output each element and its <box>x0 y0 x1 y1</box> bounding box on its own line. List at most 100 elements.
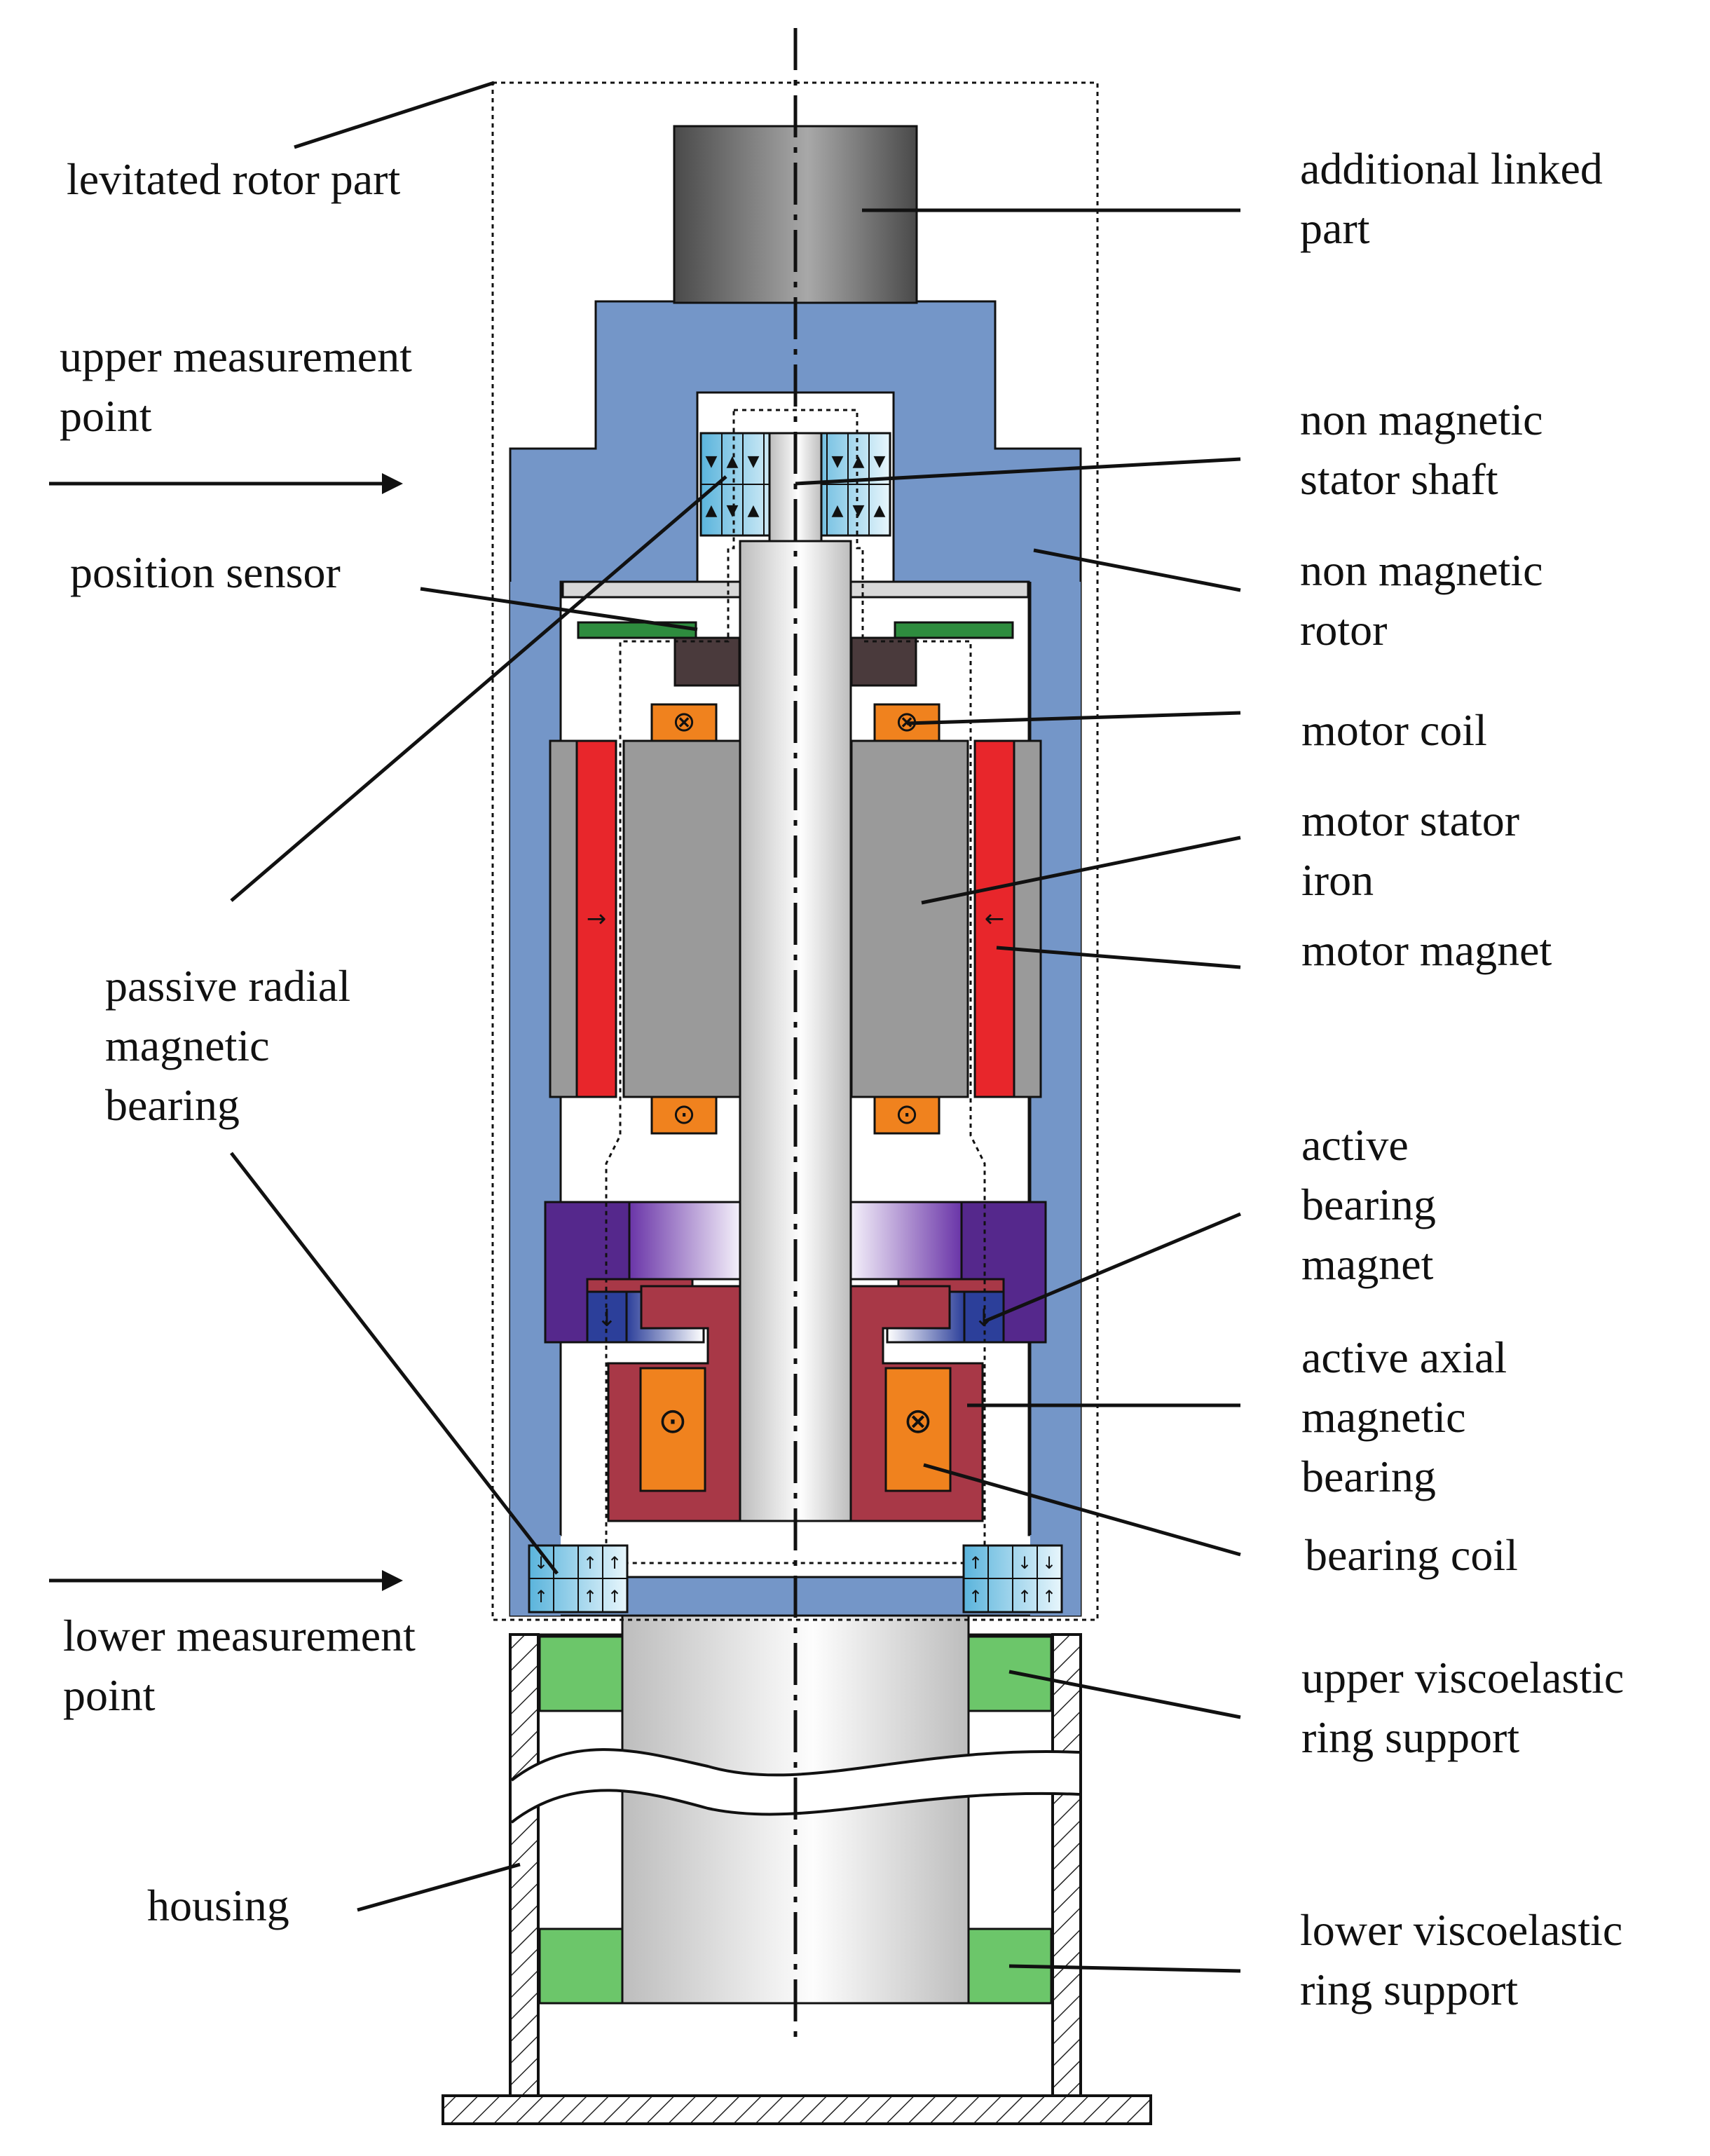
housing-group <box>442 1633 1152 2125</box>
label-upper-measurement-2: point <box>60 391 152 441</box>
label-additional-linked-part-1: additional linked <box>1300 144 1603 193</box>
current-in-icon: ⊗ <box>672 706 696 738</box>
label-axial-bearing-2: magnetic <box>1301 1392 1466 1442</box>
magnet-arrow-left: → <box>587 905 607 933</box>
label-active-magnet-3: magnet <box>1301 1239 1434 1289</box>
arrow-glyph: ▼ <box>727 502 739 519</box>
arrow-glyph: ▼ <box>853 502 865 519</box>
label-rotor-2: rotor <box>1300 605 1387 655</box>
lower-viscoelastic-ring-left <box>538 1928 624 2005</box>
arrow-glyph: ↑ <box>608 1553 622 1573</box>
lower-measurement-arrow-head <box>382 1570 403 1591</box>
arrow-glyph: ▲ <box>706 502 718 519</box>
label-upper-measurement-1: upper measurement <box>60 332 412 381</box>
rotor-column-right <box>1030 582 1081 1616</box>
motor-coils: ⊗ ⊗ ⊙ ⊙ <box>650 703 940 1135</box>
label-motor-stator-iron-1: motor stator <box>1301 796 1519 845</box>
break-line-upper <box>510 1748 1080 1782</box>
motor-coil-bottom-left <box>650 1096 718 1135</box>
measurement-arrows <box>49 473 403 1591</box>
label-axial-bearing-1: active axial <box>1301 1332 1507 1382</box>
upper-viscoelastic-ring-left <box>538 1635 624 1712</box>
current-in-icon: ⊗ <box>903 1400 933 1441</box>
bearing-purple-right-inner <box>849 1201 963 1281</box>
label-axial-bearing-3: bearing <box>1301 1452 1436 1501</box>
arrow-glyph: ▼ <box>832 453 844 470</box>
label-motor-coil: motor coil <box>1301 705 1487 755</box>
magnet-arrow-right: ← <box>985 905 1005 933</box>
label-housing: housing <box>147 1881 289 1930</box>
arrow-glyph: ↑ <box>608 1587 622 1606</box>
sensor-target-left <box>673 636 741 687</box>
leader-non-magnetic-rotor <box>1033 548 1241 592</box>
bearing-purple-left-inner <box>628 1201 741 1281</box>
label-stator-shaft-2: stator shaft <box>1300 454 1498 504</box>
leader-passive-upper <box>230 475 727 902</box>
arrow-glyph: ↑ <box>969 1587 983 1606</box>
arrow-glyph: ↑ <box>1042 1587 1056 1606</box>
labels: levitated rotor part additional linked p… <box>60 144 1624 2014</box>
lower-passive-bearing: ↓ ↑ ↑ ↑ ↑ ↑ ↑ ↑ ↓ ↑ ↓ ↑ <box>528 1544 1063 1613</box>
arrow-glyph: ▲ <box>874 502 886 519</box>
leader-motor-coil <box>906 711 1241 725</box>
label-bearing-coil: bearing coil <box>1305 1530 1518 1580</box>
label-motor-stator-iron-2: iron <box>1301 855 1374 905</box>
arrow-glyph: ↓ <box>1042 1553 1056 1573</box>
leader-motor-magnet <box>996 946 1241 969</box>
motor-magnet-right <box>973 739 1015 1098</box>
label-lower-viscoelastic-1: lower viscoelastic <box>1300 1905 1622 1955</box>
bearing-coil-left <box>639 1367 706 1492</box>
active-bearing-magnet-group: ↓ ↓ <box>544 1201 1047 1344</box>
bearing-magnet-arrow-left: ↓ <box>597 1304 617 1332</box>
housing-base <box>442 2094 1152 2125</box>
leader-active-magnet <box>984 1212 1241 1323</box>
arrow-glyph: ↑ <box>534 1587 548 1606</box>
label-stator-shaft-1: non magnetic <box>1300 395 1543 444</box>
arrow-glyph: ▲ <box>748 502 760 519</box>
leader-housing <box>357 1862 521 1912</box>
arrow-glyph: ▼ <box>706 453 718 470</box>
motor-stator-iron-left <box>622 739 741 1098</box>
label-upper-viscoelastic-1: upper viscoelastic <box>1301 1653 1624 1703</box>
arrow-glyph: ↑ <box>583 1587 597 1606</box>
arrow-glyph: ↑ <box>1018 1587 1032 1606</box>
label-passive-bearing-1: passive radial <box>105 961 350 1011</box>
label-lower-measurement-1: lower measurement <box>63 1611 416 1660</box>
label-levitated-rotor-part: levitated rotor part <box>67 154 400 204</box>
upper-viscoelastic-ring-right <box>967 1635 1053 1712</box>
leader-upper-viscoelastic <box>1008 1670 1241 1719</box>
stator-dashed-outline <box>605 409 986 1564</box>
arrow-glyph: ▲ <box>853 453 865 470</box>
position-sensor-right <box>894 621 1014 639</box>
label-active-magnet-1: active <box>1301 1120 1409 1170</box>
label-motor-magnet: motor magnet <box>1301 925 1552 975</box>
motor-coil-top-left <box>650 703 718 742</box>
current-out-icon: ⊙ <box>895 1098 919 1131</box>
motor-back-iron-right <box>1013 739 1042 1098</box>
arrow-glyph: ↓ <box>534 1553 548 1573</box>
label-upper-viscoelastic-2: ring support <box>1301 1712 1519 1762</box>
leader-passive-lower <box>230 1152 559 1575</box>
label-rotor-1: non magnetic <box>1300 545 1543 595</box>
position-sensor-left <box>577 621 697 639</box>
break-line-lower <box>510 1789 1080 1824</box>
label-lower-viscoelastic-2: ring support <box>1300 1965 1518 2014</box>
leader-bearing-coil <box>923 1463 1241 1557</box>
arrow-glyph: ▼ <box>874 453 886 470</box>
arrow-glyph: ▲ <box>727 453 739 470</box>
leader-lower-viscoelastic <box>1008 1964 1241 1973</box>
leader-position-sensor <box>420 587 698 632</box>
motor-coil-bottom-right <box>873 1096 940 1135</box>
arrow-glyph: ↑ <box>583 1553 597 1573</box>
motor-back-iron-left <box>549 739 578 1098</box>
position-sensor-group <box>577 621 1014 687</box>
levitated-rotor-outline <box>491 81 1099 1621</box>
leader-levitated <box>294 81 495 149</box>
leader-stator-shaft <box>795 457 1241 486</box>
arrow-glyph: ↓ <box>1018 1553 1032 1573</box>
current-out-icon: ⊙ <box>658 1400 688 1441</box>
sensor-target-right <box>850 636 917 687</box>
label-passive-bearing-3: bearing <box>105 1080 240 1130</box>
upper-measurement-arrow-head <box>382 473 403 494</box>
